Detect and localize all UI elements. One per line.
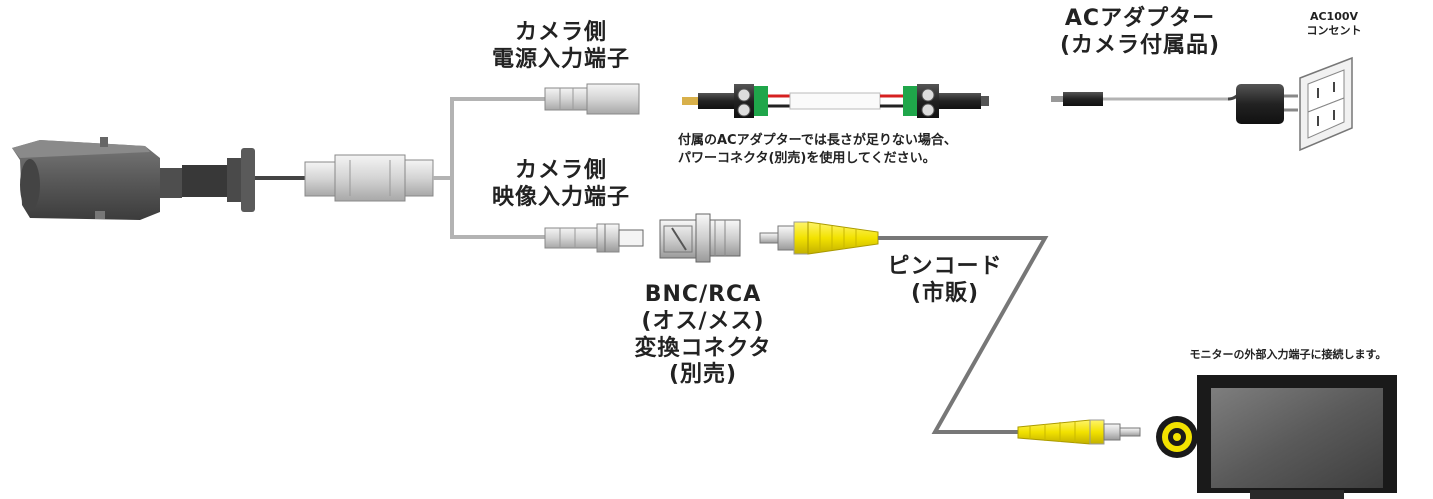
video-terminal-connector [544, 223, 644, 253]
power-connector-note: 付属のACアダプターでは長さが足りない場合、 パワーコネクタ(別売)を使用してく… [678, 133, 957, 166]
camera-video-terminal-label: カメラ側 映像入力端子 [491, 158, 630, 210]
outlet-label: AC100V コンセント [1306, 10, 1362, 37]
power-lead [433, 97, 545, 180]
rca-pin-cord [759, 221, 1141, 445]
video-lead [450, 178, 545, 239]
bnc-rca-label: BNC/RCA (オス/メス) 変換コネクタ (別売) [634, 282, 772, 388]
ac-adapter-label: ACアダプター (カメラ付属品) [1059, 6, 1221, 58]
monitor-icon [1197, 375, 1397, 499]
wall-outlet-icon [1299, 56, 1353, 152]
ac-adapter-icon [1051, 84, 1298, 124]
camera-power-terminal-label: カメラ側 電源入力端子 [491, 20, 630, 72]
bnc-rca-adapter-icon [659, 213, 741, 263]
pin-cord-label: ピンコード (市販) [887, 254, 1003, 306]
camera-icon [12, 137, 255, 220]
power-terminal-connector [544, 83, 640, 115]
monitor-note: モニターの外部入力端子に接続します。 [1189, 348, 1387, 361]
power-extension-cable [682, 84, 989, 118]
camera-junction-connector [304, 154, 434, 202]
rca-jack-icon [1156, 416, 1198, 458]
